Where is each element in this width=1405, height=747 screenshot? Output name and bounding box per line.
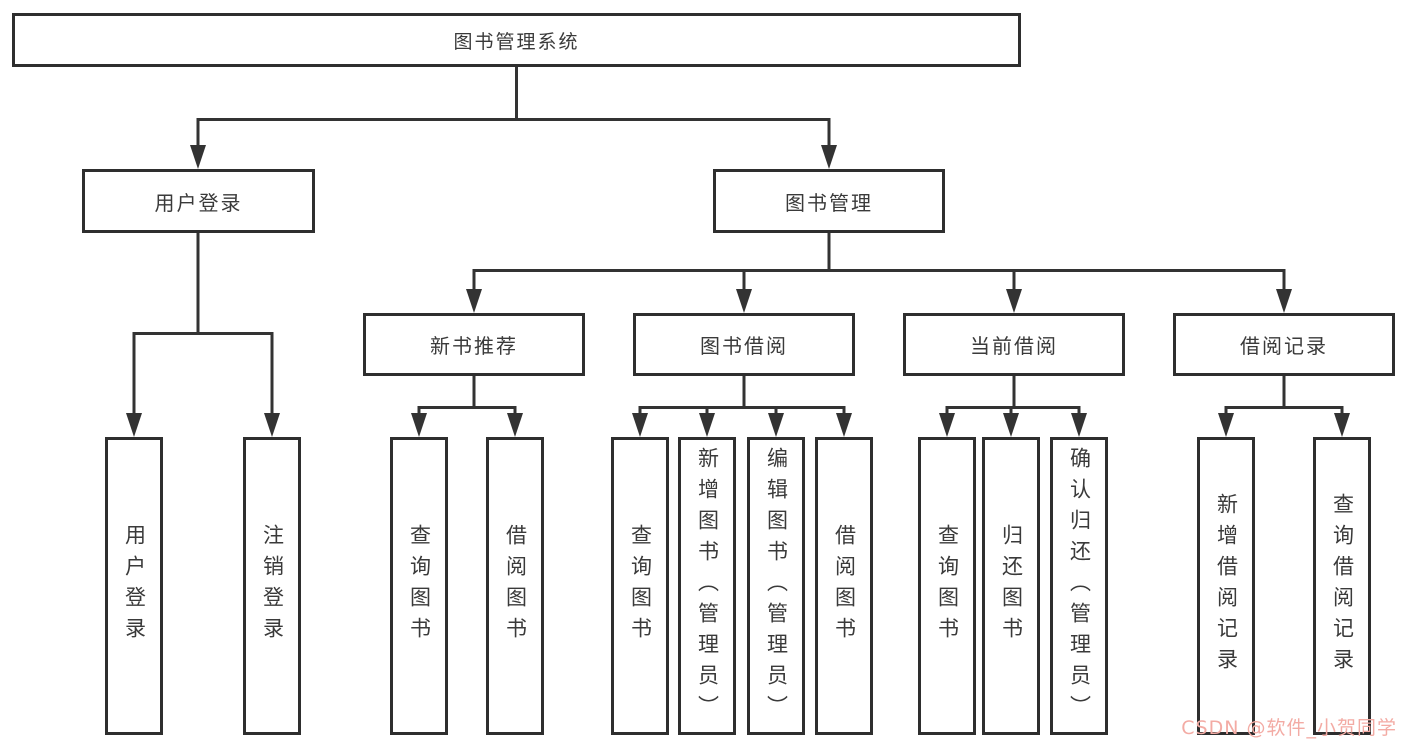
connector-newbooks-to-leaves [411,376,523,437]
connector-current-to-leaves [939,376,1087,437]
leaf-records-add-record: 新增借阅记录 [1197,437,1255,735]
leaf-current-confirm-return-admin: 确认归还（管理员） [1050,437,1108,735]
leaf-logout: 注销登录 [243,437,301,735]
leaf-borrowing-borrow-books: 借阅图书 [815,437,873,735]
node-borrowing-records: 借阅记录 [1173,313,1395,376]
leaf-current-query-books: 查询图书 [918,437,976,735]
leaf-label: 归还图书 [999,524,1024,648]
leaf-borrowing-query-books: 查询图书 [611,437,669,735]
node-book-borrowing: 图书借阅 [633,313,855,376]
leaf-label: 新增借阅记录 [1214,493,1239,679]
leaf-newbooks-query-books: 查询图书 [390,437,448,735]
connector-records-to-leaves [1218,376,1350,437]
leaf-records-query-record: 查询借阅记录 [1313,437,1371,735]
node-label: 借阅记录 [1240,334,1328,358]
leaf-label: 查询图书 [628,524,653,648]
node-user-login: 用户登录 [82,169,315,233]
node-label: 当前借阅 [970,334,1058,358]
connector-root-to-level2 [190,67,837,169]
leaf-user-login: 用户登录 [105,437,163,735]
node-current-borrowing: 当前借阅 [903,313,1125,376]
leaf-label: 编辑图书（管理员） [764,446,789,726]
leaf-label: 借阅图书 [503,524,528,648]
leaf-label: 借阅图书 [832,524,857,648]
node-label: 新书推荐 [430,334,518,358]
node-label: 图书管理 [785,190,873,215]
leaf-label: 查询图书 [935,524,960,648]
leaf-borrowing-edit-books-admin: 编辑图书（管理员） [747,437,805,735]
leaf-label: 注销登录 [260,524,285,648]
leaf-label: 用户登录 [122,524,147,648]
node-library-system: 图书管理系统 [12,13,1021,67]
connector-borrowing-to-leaves [632,376,852,437]
csdn-watermark: CSDN @软件_小贺同学 [1181,717,1397,739]
leaf-label: 查询图书 [407,524,432,648]
leaf-borrowing-add-books-admin: 新增图书（管理员） [678,437,736,735]
leaf-label: 新增图书（管理员） [695,446,720,726]
leaf-current-return-books: 归还图书 [982,437,1040,735]
leaf-label: 查询借阅记录 [1330,493,1355,679]
connector-management-to-level3 [466,233,1292,313]
node-label: 图书借阅 [700,334,788,358]
leaf-label: 确认归还（管理员） [1067,446,1092,726]
node-label: 用户登录 [154,190,243,215]
connector-login-to-leaves [126,233,280,437]
node-new-book-recommend: 新书推荐 [363,313,585,376]
node-book-management: 图书管理 [713,169,945,233]
leaf-newbooks-borrow-books: 借阅图书 [486,437,544,735]
node-label: 图书管理系统 [453,30,580,53]
